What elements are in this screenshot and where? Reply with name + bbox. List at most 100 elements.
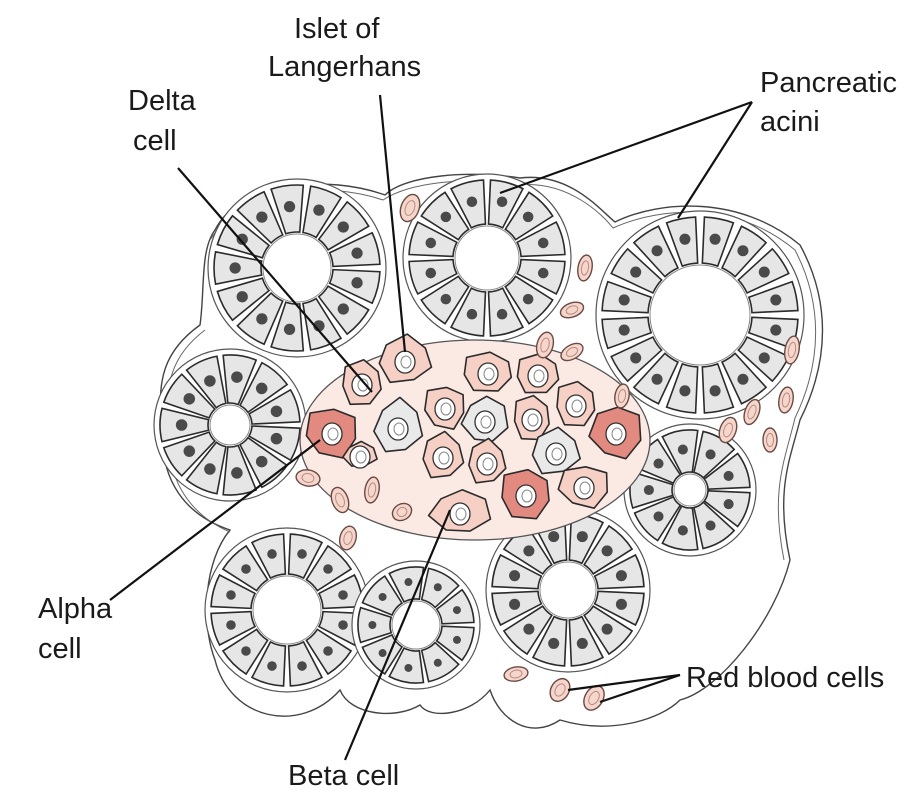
acinar-nucleus	[652, 374, 663, 385]
acinar-nucleus	[368, 621, 376, 629]
alpha-label-line2: cell	[38, 633, 82, 665]
acinar-nucleus	[548, 531, 559, 542]
acinar-nucleus	[267, 549, 277, 559]
acinar-nucleus	[453, 636, 461, 644]
acinar-nucleus	[710, 234, 721, 245]
acinar-nucleus	[441, 212, 452, 223]
acinar-nucleus	[679, 385, 690, 396]
acinar-nucleus	[284, 324, 295, 335]
leader-acini-2	[678, 102, 752, 218]
acinar-nucleus	[467, 197, 478, 208]
acinar-nucleus	[653, 511, 663, 521]
acinar-nucleus	[426, 268, 437, 279]
acinus	[403, 174, 571, 342]
acinar-nucleus	[770, 325, 781, 336]
acinar-nucleus	[176, 419, 188, 431]
acinar-nucleus	[184, 393, 196, 405]
acinar-nucleus	[241, 564, 251, 574]
acinar-nucleus	[204, 463, 216, 475]
acinar-nucleus	[759, 267, 770, 278]
red-blood-cell	[763, 428, 777, 452]
acinar-nucleus	[548, 638, 559, 649]
acinar-nucleus	[323, 646, 333, 656]
acinar-nucleus	[256, 383, 268, 395]
acinar-nucleus	[226, 590, 236, 600]
acinar-nucleus	[577, 638, 588, 649]
acinar-nucleus	[351, 277, 362, 288]
acinar-nucleus	[284, 201, 295, 212]
acinar-nucleus	[706, 521, 716, 531]
acinus	[208, 179, 386, 357]
acinar-nucleus	[644, 485, 654, 495]
acinar-nucleus	[237, 291, 248, 302]
acinus	[205, 528, 369, 692]
acinar-nucleus	[231, 467, 243, 479]
acinar-nucleus	[379, 649, 387, 657]
alpha-cell	[502, 470, 549, 519]
acinar-nucleus	[434, 659, 442, 667]
acinar-nucleus	[256, 211, 267, 222]
acinar-nucleus	[523, 212, 534, 223]
acinar-nucleus	[271, 406, 283, 418]
acinar-nucleus	[678, 444, 688, 454]
acinar-nucleus	[404, 664, 412, 672]
acinar-nucleus	[226, 620, 236, 630]
acinar-nucleus	[338, 620, 348, 630]
acinar-nucleus	[577, 531, 588, 542]
acinar-nucleus	[523, 624, 534, 635]
acinar-nucleus	[770, 294, 781, 305]
acinar-nucleus	[379, 593, 387, 601]
acini-label-line1: Pancreatic	[760, 67, 897, 99]
acinar-nucleus	[679, 234, 690, 245]
acinar-nucleus	[497, 309, 508, 320]
acinar-nucleus	[759, 352, 770, 363]
acinar-nucleus	[737, 245, 748, 256]
acinar-nucleus	[724, 471, 734, 481]
acinar-nucleus	[509, 599, 520, 610]
acinar-nucleus	[434, 583, 442, 591]
acinar-nucleus	[616, 599, 627, 610]
acinar-nucleus	[241, 646, 251, 656]
acinar-nucleus	[523, 294, 534, 305]
acinar-nucleus	[271, 433, 283, 445]
delta-label-line1: Delta	[128, 85, 197, 117]
acinar-nucleus	[523, 545, 534, 556]
acinar-nucleus	[509, 570, 520, 581]
acinar-nucleus	[710, 385, 721, 396]
acinar-nucleus	[630, 267, 641, 278]
acinar-nucleus	[602, 624, 613, 635]
acinar-nucleus	[616, 570, 627, 581]
acinar-nucleus	[313, 205, 324, 216]
acinar-nucleus	[231, 371, 243, 383]
acinar-nucleus	[467, 309, 478, 320]
acinar-nucleus	[256, 313, 267, 324]
acinar-nucleus	[297, 661, 307, 671]
acinar-nucleus	[323, 564, 333, 574]
acinar-nucleus	[602, 545, 613, 556]
acinar-nucleus	[267, 661, 277, 671]
acinar-nucleus	[184, 445, 196, 457]
acinar-nucleus	[338, 590, 348, 600]
acini-label-line2: acini	[760, 106, 820, 138]
acinar-nucleus	[538, 238, 549, 249]
acinar-nucleus	[338, 221, 349, 232]
islet-label-line1: Islet of	[294, 13, 380, 45]
acinar-nucleus	[256, 456, 268, 468]
acinar-nucleus	[351, 248, 362, 259]
acinar-nucleus	[619, 294, 630, 305]
beta-label: Beta cell	[288, 760, 399, 790]
acinar-nucleus	[441, 294, 452, 305]
acinar-nucleus	[297, 549, 307, 559]
acinar-nucleus	[653, 459, 663, 469]
acinar-nucleus	[497, 197, 508, 208]
acinar-nucleus	[230, 262, 241, 273]
acinus	[154, 349, 306, 501]
acinar-nucleus	[706, 449, 716, 459]
acinar-nucleus	[652, 245, 663, 256]
acinar-nucleus	[453, 606, 461, 614]
acinar-nucleus	[724, 499, 734, 509]
acinar-nucleus	[619, 325, 630, 336]
acinar-nucleus	[204, 375, 216, 387]
islet-label-line2: Langerhans	[268, 51, 421, 83]
